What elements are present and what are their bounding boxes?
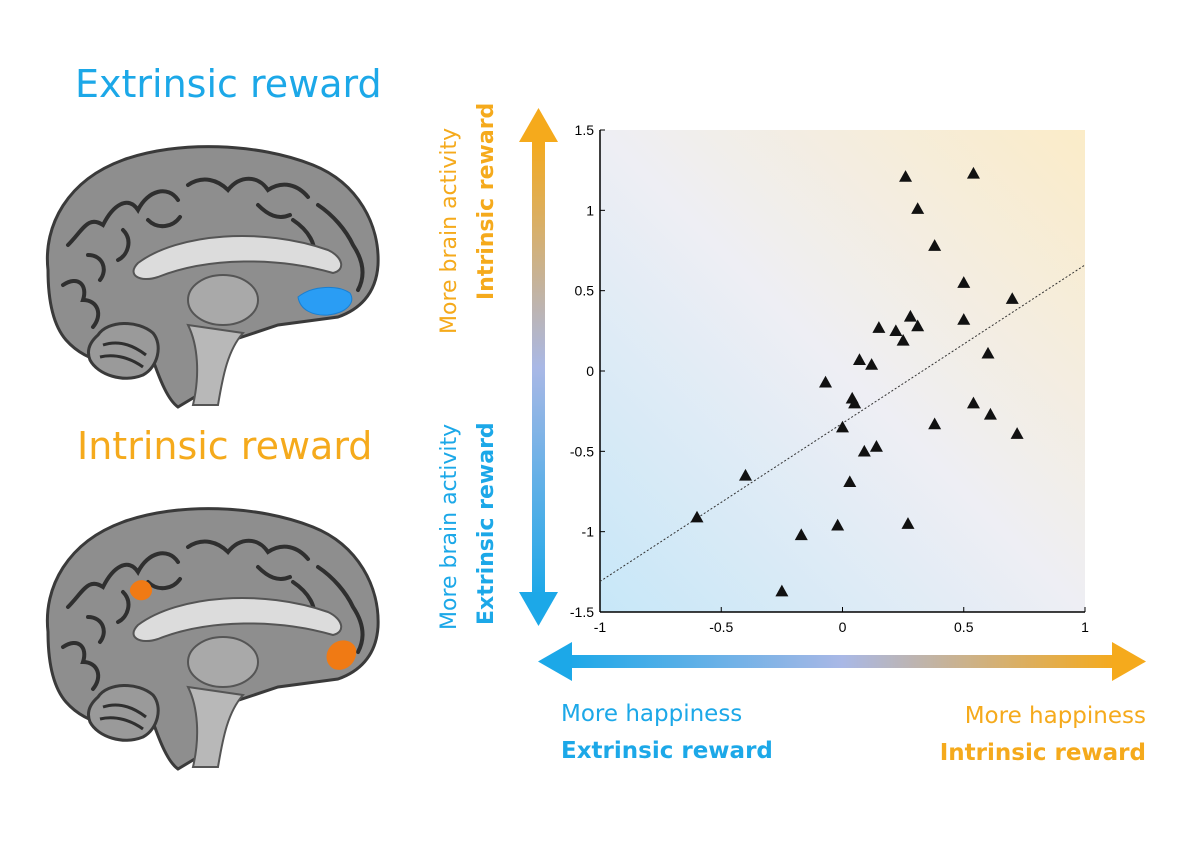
data-point: [981, 346, 995, 359]
data-point: [852, 353, 866, 365]
extrinsic-reward-axis-label: Extrinsic reward: [474, 422, 499, 625]
data-point: [794, 528, 808, 541]
y-tick-label: 1: [586, 202, 594, 218]
horizontal-arrow: [538, 642, 1146, 681]
plot-background: [600, 130, 1085, 612]
extrinsic-reward-title: Extrinsic reward: [75, 62, 382, 106]
data-point: [957, 313, 971, 325]
x-tick-label: 0: [839, 619, 847, 635]
data-point: [901, 517, 915, 529]
data-point: [836, 420, 849, 433]
data-point: [928, 417, 942, 430]
intrinsic-reward-x-label: Intrinsic reward: [939, 740, 1146, 766]
data-point: [872, 321, 886, 333]
data-point: [690, 510, 704, 523]
extrinsic-happiness-label: More happiness: [561, 701, 743, 727]
data-point: [1010, 427, 1024, 439]
data-point: [889, 324, 903, 337]
data-point: [775, 584, 789, 597]
y-tick-label: -0.5: [570, 443, 594, 459]
data-point: [857, 444, 871, 457]
y-tick-label: 0.5: [575, 283, 595, 299]
y-tick-label: 0: [586, 363, 594, 379]
data-point: [899, 170, 913, 182]
intrinsic-reward-title: Intrinsic reward: [77, 424, 373, 468]
data-point: [911, 319, 925, 332]
intrinsic-reward-axis-label: Intrinsic reward: [474, 102, 499, 300]
data-point: [1005, 292, 1019, 304]
extrinsic-reward-x-label: Extrinsic reward: [561, 738, 773, 764]
brain-slice-intrinsic-image: [45, 507, 380, 771]
x-tick-label: -1: [594, 619, 607, 635]
data-point: [928, 239, 942, 251]
data-point: [896, 333, 910, 346]
vertical-arrow: [519, 108, 558, 626]
y-tick-label: -1: [582, 524, 595, 540]
intrinsic-happiness-label: More happiness: [964, 703, 1146, 729]
intrinsic-brain-activity-label: More brain activity: [437, 127, 462, 334]
data-point: [865, 358, 879, 370]
data-point: [831, 518, 845, 531]
data-point: [903, 309, 917, 322]
data-point: [819, 375, 833, 388]
data-point: [739, 468, 752, 481]
y-tick-label: -1.5: [570, 604, 594, 620]
brain-slice-extrinsic-image: [45, 145, 380, 409]
data-point: [966, 166, 980, 179]
data-point: [983, 407, 997, 420]
data-point: [957, 276, 971, 288]
x-tick-label: -0.5: [709, 619, 733, 635]
data-point: [843, 475, 857, 488]
data-point: [869, 440, 883, 452]
extrinsic-brain-activity-label: More brain activity: [437, 423, 462, 630]
data-point: [848, 396, 862, 409]
y-tick-label: 1.5: [575, 122, 595, 138]
data-point: [966, 396, 980, 409]
x-tick-label: 1: [1081, 619, 1089, 635]
data-point: [911, 202, 925, 214]
x-tick-label: 0.5: [954, 619, 974, 635]
